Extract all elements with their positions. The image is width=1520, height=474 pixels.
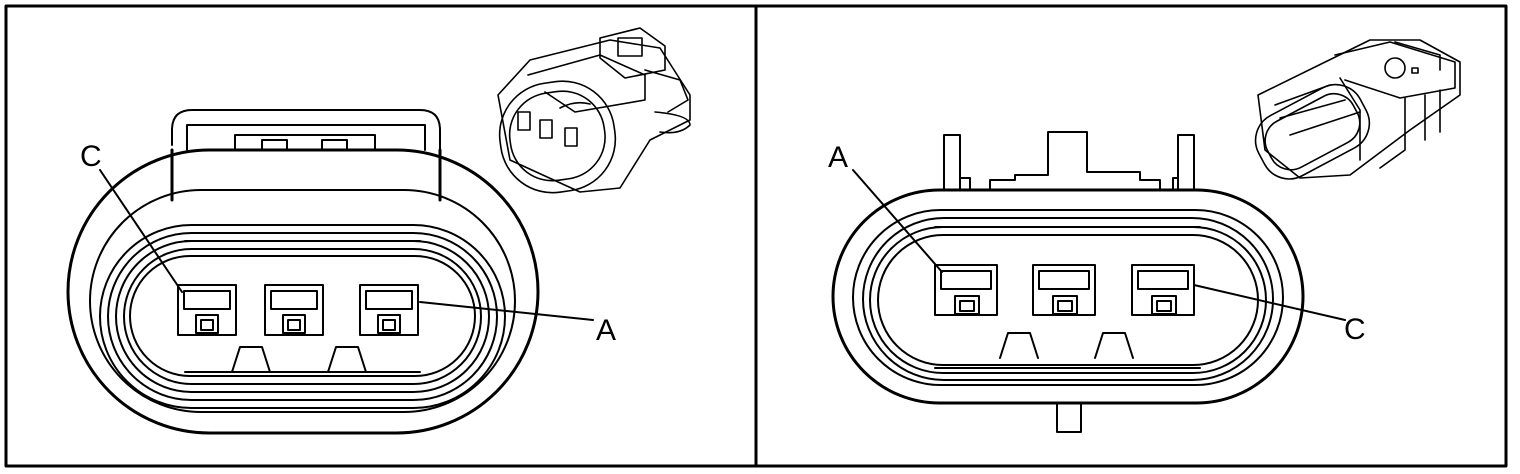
- leader-line-right: [1193, 284, 1346, 321]
- terminal-cavity-a: [934, 264, 998, 316]
- panel-right-frame: [754, 4, 1508, 468]
- terminal-cavity-a: [359, 284, 419, 336]
- leader-line-left: [852, 169, 943, 273]
- keying-bump: [231, 346, 271, 373]
- seal-ring: [99, 224, 506, 409]
- pin-label-left: A: [828, 141, 848, 174]
- connector-face-left: [66, 109, 540, 435]
- pin-label-left: C: [80, 140, 102, 173]
- keying-bump: [999, 332, 1039, 359]
- terminal-cavity-c: [177, 284, 237, 336]
- leader-line-right: [419, 301, 594, 321]
- pin-label-right: C: [1344, 313, 1366, 346]
- connector-face-right: [831, 131, 1305, 433]
- pin-label-right: A: [596, 314, 616, 347]
- seal-ring: [862, 217, 1274, 381]
- keying-bump: [1094, 332, 1134, 359]
- connector-3d-view-right: [1254, 39, 1461, 180]
- connector-3d-view-left: [497, 27, 691, 194]
- keying-bump: [327, 346, 367, 373]
- terminal-cavity-b: [1032, 264, 1096, 316]
- terminal-cavity-c: [1131, 264, 1195, 316]
- bottom-post: [1056, 399, 1082, 433]
- terminal-cavity-b: [264, 284, 324, 336]
- leader-line-left: [99, 169, 183, 293]
